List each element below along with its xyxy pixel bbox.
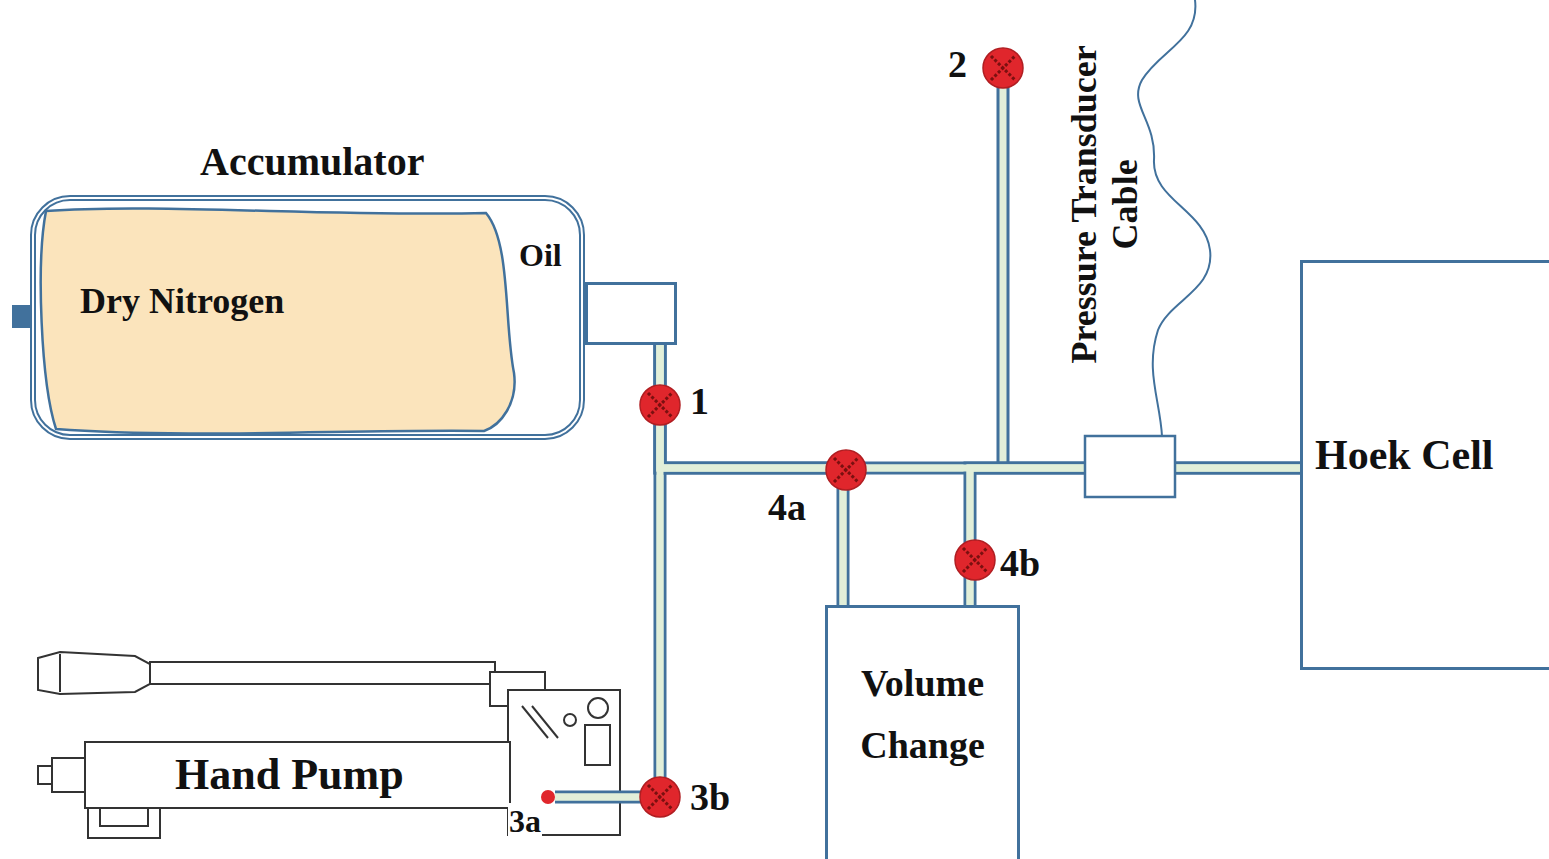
callout-number: 3a <box>508 803 542 840</box>
branch-pipe <box>1003 68 1004 468</box>
callout-number: 1 <box>690 380 709 424</box>
accumulator-box: AccumulatorOilDry Nitrogen <box>30 195 585 440</box>
hand-pump: Hand Pump <box>30 650 555 845</box>
node-label: Oil <box>519 237 562 274</box>
hoek-cell-box: Hoek Cell <box>1300 260 1549 670</box>
callout-number: 3b <box>690 776 730 820</box>
node-label: Dry Nitrogen <box>80 281 284 322</box>
node-label: Hand Pump <box>175 750 404 801</box>
valve-symbol <box>955 540 995 580</box>
callout-number: 4a <box>768 486 806 530</box>
valve-symbol <box>983 48 1023 88</box>
cable-label: Pressure Transducer Cable <box>1064 4 1147 404</box>
node-heading: Accumulator <box>200 139 424 185</box>
node-label: Volume Change <box>828 652 1017 776</box>
accumulator-port <box>585 282 677 345</box>
transducer-cable <box>1138 0 1210 436</box>
valve-symbol <box>541 790 555 804</box>
valve-symbol <box>826 450 866 490</box>
valves <box>541 48 1023 817</box>
node-label: Hoek Cell <box>1315 431 1493 479</box>
pipe-fill <box>555 345 1300 797</box>
valve-symbol <box>640 385 680 425</box>
pipe-connector <box>660 345 843 605</box>
pipe-connector <box>660 345 1300 468</box>
callout-number: 4b <box>1000 542 1040 586</box>
pressure-transducer <box>1085 436 1175 497</box>
volume-change-box: Volume Change <box>825 605 1020 859</box>
valve-symbol <box>640 777 680 817</box>
callout-number: 2 <box>948 43 967 87</box>
nitrogen-bladder: Dry Nitrogen <box>36 203 516 435</box>
